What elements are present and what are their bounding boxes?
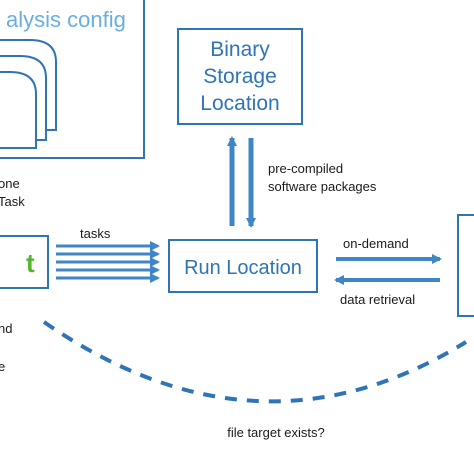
left-node-symbol: t bbox=[26, 248, 35, 278]
left-note-nd: nd bbox=[0, 321, 12, 336]
config-stack-icon bbox=[0, 39, 57, 149]
binary-storage-box bbox=[177, 28, 303, 125]
file-target-dashed-curve bbox=[42, 320, 468, 404]
analysis-config-box bbox=[0, 0, 145, 159]
run-location-label: Run Location bbox=[184, 257, 302, 279]
on-demand-label: on-demand bbox=[343, 236, 409, 251]
left-note-task: Task bbox=[0, 194, 25, 209]
binary-storage-line3: Location bbox=[200, 92, 279, 115]
left-note-e: e bbox=[0, 359, 5, 374]
remote-storage-box bbox=[457, 214, 474, 317]
data-retrieval-label: data retrieval bbox=[340, 292, 415, 307]
tasks-label: tasks bbox=[80, 226, 111, 241]
left-node-box bbox=[0, 235, 49, 289]
file-target-label: file target exists? bbox=[227, 425, 325, 440]
left-note-one: one bbox=[0, 176, 20, 191]
run-location-box bbox=[168, 239, 318, 293]
precompiled-line1: pre-compiled bbox=[268, 161, 343, 176]
binary-storage-line2: Storage bbox=[203, 65, 277, 88]
precompiled-line2: software packages bbox=[268, 179, 377, 194]
tasks-arrows bbox=[56, 241, 160, 283]
analysis-config-title: alysis config bbox=[6, 7, 126, 32]
binary-storage-line1: Binary bbox=[210, 38, 270, 61]
